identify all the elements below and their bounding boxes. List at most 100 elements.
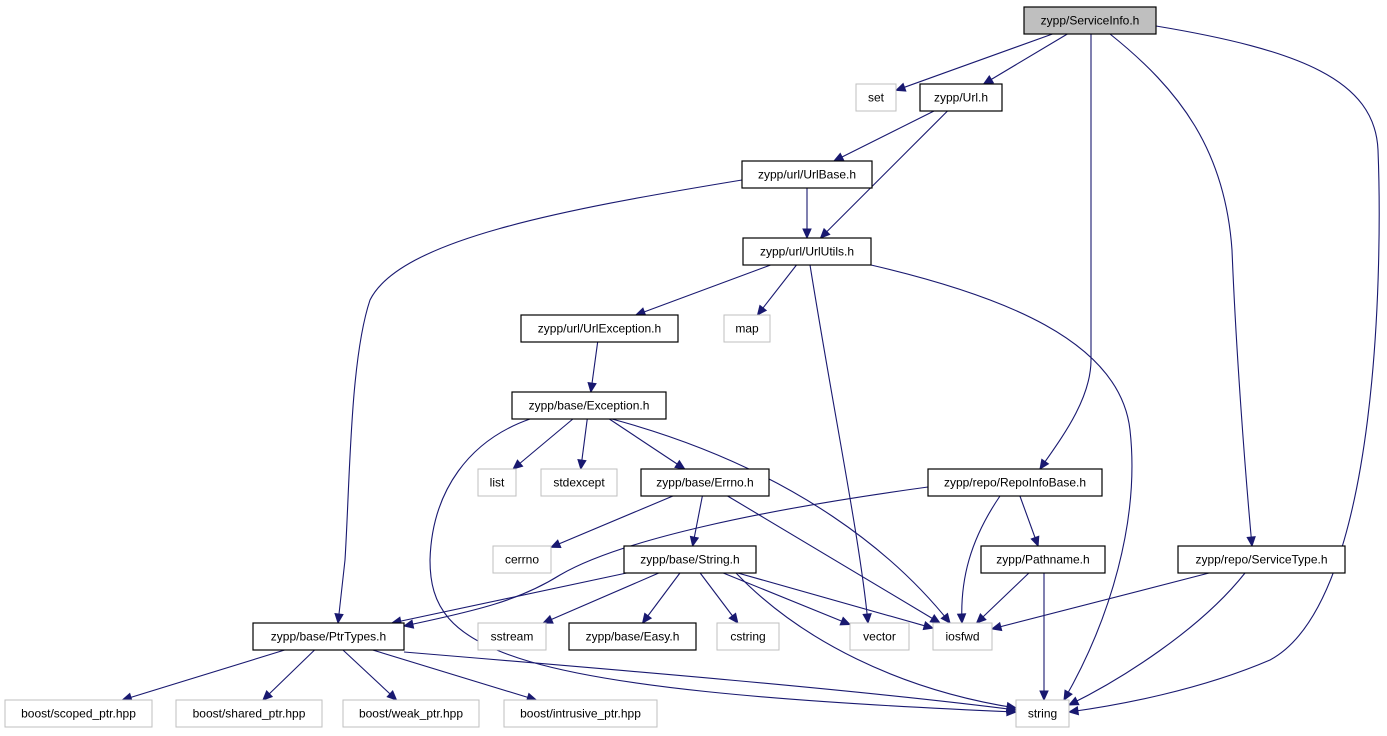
node-string_h-label: zypp/base/String.h xyxy=(640,553,739,567)
edge-repoinfo-to-iosfwd-arrowhead xyxy=(956,613,967,625)
edge-exc-to-string-line xyxy=(429,418,1017,713)
edge-string_h-to-easy-line xyxy=(642,572,681,624)
edge-string_h-to-iosfwd-line xyxy=(737,572,934,629)
edge-servicetype-to-string xyxy=(1067,572,1246,706)
node-shared: boost/shared_ptr.hpp xyxy=(175,699,323,728)
edge-exc-to-stdexcept xyxy=(577,418,588,471)
node-urlbase[interactable]: zypp/url/UrlBase.h xyxy=(741,160,873,189)
node-cerrno-label: cerrno xyxy=(505,553,539,567)
node-root[interactable]: zypp/ServiceInfo.h xyxy=(1023,6,1157,35)
node-string-label: string xyxy=(1028,707,1057,721)
node-urlexc[interactable]: zypp/url/UrlException.h xyxy=(520,314,679,343)
edge-errno-to-string_h xyxy=(689,495,703,548)
node-cstring: cstring xyxy=(716,622,780,651)
node-repoinfo-box xyxy=(927,468,1103,497)
edge-root-to-url-arrowhead xyxy=(982,75,995,85)
edge-pathname-to-string xyxy=(1039,573,1049,702)
edge-exc-to-iosfwd-arrowhead xyxy=(940,612,951,624)
edge-errno-to-iosfwd xyxy=(727,495,941,624)
edge-root-to-repoinfo-arrowhead xyxy=(1039,458,1050,471)
node-intrusive-box xyxy=(503,699,658,728)
node-shared-label: boost/shared_ptr.hpp xyxy=(193,707,306,721)
edge-exc-to-errno-line xyxy=(609,418,685,470)
edge-errno-to-cerrno xyxy=(549,495,674,549)
node-pathname[interactable]: zypp/Pathname.h xyxy=(980,545,1106,574)
node-repoinfo[interactable]: zypp/repo/RepoInfoBase.h xyxy=(927,468,1103,497)
node-weak-label: boost/weak_ptr.hpp xyxy=(359,707,463,721)
edge-string_h-to-cstring-line xyxy=(699,572,739,624)
edge-url-to-urlutils-line xyxy=(820,110,948,239)
node-pathname-box xyxy=(980,545,1106,574)
node-map-label: map xyxy=(735,322,759,336)
edge-errno-to-cerrno-line xyxy=(550,495,674,548)
edge-ptrtypes-to-shared-arrowhead xyxy=(262,689,274,701)
edge-urlutils-to-string-line xyxy=(870,264,1133,701)
edge-root-to-set-line xyxy=(895,33,1053,91)
edge-urlutils-to-vector-arrowhead xyxy=(862,613,872,625)
node-errno[interactable]: zypp/base/Errno.h xyxy=(640,468,770,497)
edge-string_h-to-cstring-arrowhead xyxy=(728,612,739,624)
edge-exc-to-list-line xyxy=(512,418,574,470)
edge-root-to-set xyxy=(894,33,1053,92)
edge-ptrtypes-to-scoped xyxy=(121,649,285,702)
edge-root-to-repoinfo-line xyxy=(1039,33,1092,470)
edge-urlutils-to-urlexc-line xyxy=(635,264,771,316)
edge-pathname-to-string-arrowhead xyxy=(1039,690,1049,702)
node-iosfwd-box xyxy=(932,622,993,651)
edges-layer xyxy=(121,25,1380,717)
edge-exc-to-iosfwd-line xyxy=(611,418,951,624)
edge-repoinfo-to-ptrtypes-arrowhead xyxy=(402,619,415,629)
node-string-box xyxy=(1015,699,1070,728)
edge-urlutils-to-vector-line xyxy=(809,264,869,624)
node-urlexc-box xyxy=(520,314,679,343)
edge-ptrtypes-to-string-line xyxy=(403,651,1017,711)
edge-repoinfo-to-pathname xyxy=(1019,495,1040,548)
node-ptrtypes-box xyxy=(252,622,405,651)
edge-root-to-string xyxy=(1067,25,1380,716)
edge-string_h-to-easy-arrowhead xyxy=(641,612,653,624)
node-exc[interactable]: zypp/base/Exception.h xyxy=(511,391,667,420)
edge-exc-to-list-arrowhead xyxy=(512,459,524,470)
node-cerrno: cerrno xyxy=(492,545,552,574)
edge-errno-to-iosfwd-arrowhead xyxy=(929,614,941,624)
node-stdexcept-box xyxy=(540,468,618,497)
node-servicetype-label: zypp/repo/ServiceType.h xyxy=(1195,553,1327,567)
edge-ptrtypes-to-weak-arrowhead xyxy=(386,690,398,701)
node-easy-label: zypp/base/Easy.h xyxy=(586,630,680,644)
node-iosfwd-label: iosfwd xyxy=(945,630,979,644)
node-servicetype[interactable]: zypp/repo/ServiceType.h xyxy=(1177,545,1346,574)
node-exc-box xyxy=(511,391,667,420)
node-string_h[interactable]: zypp/base/String.h xyxy=(623,545,757,574)
node-url-box xyxy=(919,83,1003,112)
edge-string_h-to-easy xyxy=(641,572,681,624)
edge-urlutils-to-urlexc xyxy=(634,264,771,317)
node-stdexcept-label: stdexcept xyxy=(553,476,605,490)
node-string: string xyxy=(1015,699,1070,728)
edge-ptrtypes-to-shared xyxy=(262,649,315,701)
node-cstring-label: cstring xyxy=(730,630,765,644)
edge-root-to-servicetype xyxy=(1109,33,1256,548)
edge-root-to-servicetype-arrowhead xyxy=(1246,536,1256,548)
node-urlutils-label: zypp/url/UrlUtils.h xyxy=(760,245,854,259)
node-url[interactable]: zypp/Url.h xyxy=(919,83,1003,112)
node-repoinfo-label: zypp/repo/RepoInfoBase.h xyxy=(944,476,1086,490)
edge-string_h-to-sstream-line xyxy=(542,572,660,624)
node-list-label: list xyxy=(490,476,505,490)
node-easy[interactable]: zypp/base/Easy.h xyxy=(568,622,697,651)
edge-servicetype-to-string-arrowhead xyxy=(1067,696,1080,706)
node-scoped: boost/scoped_ptr.hpp xyxy=(4,699,153,728)
edge-root-to-repoinfo xyxy=(1039,33,1092,471)
node-root-box xyxy=(1023,6,1157,35)
edge-urlutils-to-string xyxy=(870,264,1133,702)
node-ptrtypes[interactable]: zypp/base/PtrTypes.h xyxy=(252,622,405,651)
edge-root-to-url xyxy=(982,33,1068,85)
node-urlutils[interactable]: zypp/url/UrlUtils.h xyxy=(742,237,872,266)
node-ptrtypes-label: zypp/base/PtrTypes.h xyxy=(271,630,386,644)
node-easy-box xyxy=(568,622,697,651)
edge-ptrtypes-to-string-arrowhead xyxy=(1005,704,1018,714)
edge-root-to-string-arrowhead xyxy=(1067,705,1080,716)
node-urlbase-box xyxy=(741,160,873,189)
node-set-box xyxy=(855,83,897,112)
